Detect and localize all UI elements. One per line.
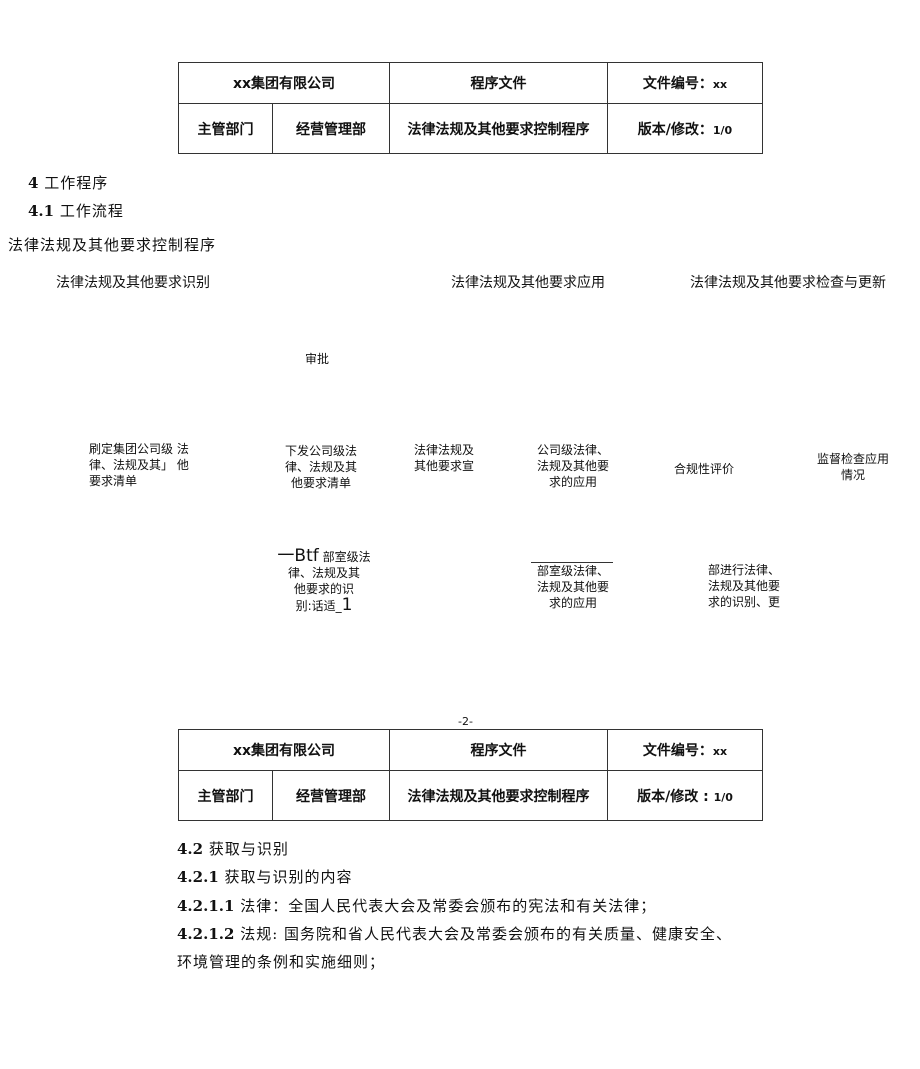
paragraph-law: 4.2.1.1 法律：全国人民代表大会及常委会颁布的宪法和有关法律； xyxy=(177,897,657,915)
flow-box-company-apply: 公司级法律、法规及其他要求的应用 xyxy=(536,443,609,489)
doc-number: 文件编号：xx xyxy=(607,729,763,771)
company-name: xx集团有限公司 xyxy=(178,729,390,771)
lane-identify: 法律法规及其他要求识别 xyxy=(56,275,210,291)
lane-check-update: 法律法规及其他要求检查与更新 xyxy=(690,275,886,291)
flow-divider xyxy=(531,562,613,563)
section-4-2-heading: 4.2 获取与识别 xyxy=(177,840,289,858)
dept-label: 主管部门 xyxy=(178,103,273,154)
doc-title: 法律法规及其他要求控制程序 xyxy=(389,103,608,154)
doc-type: 程序文件 xyxy=(389,729,608,771)
company-name: xx集团有限公司 xyxy=(178,62,390,104)
version: 版本/修改：1/0 xyxy=(607,103,763,154)
approve-label: 审批 xyxy=(305,352,330,366)
section-4-2-1-heading: 4.2.1 获取与识别的内容 xyxy=(177,868,353,886)
flow-box-publicize: 法律法规及其他要求宣 xyxy=(413,443,474,473)
dept-value: 经营管理部 xyxy=(272,770,390,821)
dept-label: 主管部门 xyxy=(178,770,273,821)
flow-box-issue-list: 下发公司级法律、法规及其他要求清单 xyxy=(284,444,357,490)
flow-title: 法律法规及其他要求控制程序 xyxy=(8,236,217,254)
paragraph-regulation: 4.2.1.2 法规: 国务院和省人民代表大会及常委会颁布的有关质量、健康安全、 xyxy=(177,925,733,943)
flow-box-dept-update: 部进行法律、法规及其他要求的识别、更 xyxy=(707,563,780,609)
flow-box-supervise: 监督检查应用情况 xyxy=(816,452,889,482)
dept-value: 经营管理部 xyxy=(272,103,390,154)
page-number: -2- xyxy=(458,715,473,728)
lane-apply: 法律法规及其他要求应用 xyxy=(451,275,605,291)
flow-box-compliance: 合规性评价 xyxy=(673,462,734,476)
header-table: xx集团有限公司 程序文件 文件编号：xx 主管部门 经营管理部 法律法规及其他… xyxy=(178,62,763,154)
section-4-heading: 4 工作程序 xyxy=(28,174,109,192)
doc-number: 文件编号：xx xyxy=(607,62,763,104)
version: 版本/修改 : 1/0 xyxy=(607,770,763,821)
section-4-1-heading: 4.1 工作流程 xyxy=(28,202,124,220)
flow-box-group-list: 刷定集团公司级 法律、法规及其」 他要求清单 xyxy=(89,442,189,488)
paragraph-regulation-cont: 环境管理的条例和实施细则； xyxy=(177,953,386,971)
flow-box-dept-apply: 部室级法律、法规及其他要求的应用 xyxy=(536,564,609,610)
flow-box-dept-identify: 一Btf 部室级法 律、法规及其 他要求的识 别:话适_1 xyxy=(277,546,371,615)
doc-title: 法律法规及其他要求控制程序 xyxy=(389,770,608,821)
header-table-2: xx集团有限公司 程序文件 文件编号：xx 主管部门 经营管理部 法律法规及其他… xyxy=(178,729,763,821)
doc-type: 程序文件 xyxy=(389,62,608,104)
